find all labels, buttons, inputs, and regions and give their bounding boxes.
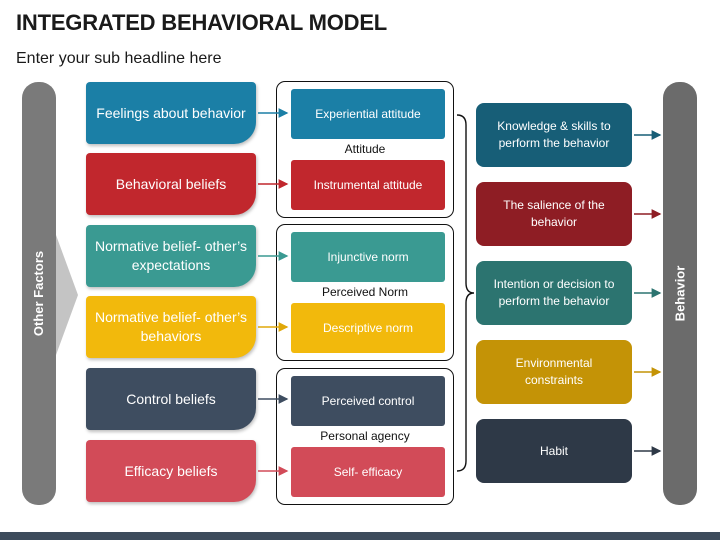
- descriptive-norm-box: Descriptive norm: [291, 303, 445, 353]
- self-efficacy-box: Self- efficacy: [291, 447, 445, 497]
- injunctive-norm-box: Injunctive norm: [291, 232, 445, 282]
- factor-normative-behaviors: Normative belief- other’s behaviors: [86, 296, 256, 358]
- factor-control-beliefs: Control beliefs: [86, 368, 256, 430]
- behavior-bar: Behavior: [663, 82, 697, 505]
- factor-efficacy-beliefs: Efficacy beliefs: [86, 440, 256, 502]
- bottom-band: [0, 532, 720, 540]
- other-factors-bar: Other Factors: [22, 82, 56, 505]
- outcome-intention: Intention or decision to perform the beh…: [476, 261, 632, 325]
- outcome-salience: The salience of the behavior: [476, 182, 632, 246]
- experiential-attitude-box: Experiential attitude: [291, 89, 445, 139]
- personal-agency-label: Personal agency: [320, 429, 410, 443]
- outcome-knowledge-skills: Knowledge & skills to perform the behavi…: [476, 103, 632, 167]
- page-title: INTEGRATED BEHAVIORAL MODEL: [16, 10, 388, 35]
- page-subtitle: Enter your sub headline here: [16, 50, 222, 67]
- attitude-label: Attitude: [344, 142, 386, 156]
- group-personal-agency: Perceived control Personal agency Self- …: [276, 368, 454, 505]
- perceived-norm-label: Perceived Norm: [321, 285, 409, 299]
- curly-brace: [456, 114, 475, 472]
- factor-behavioral-beliefs: Behavioral beliefs: [86, 153, 256, 215]
- group-perceived-norm: Injunctive norm Perceived Norm Descripti…: [276, 224, 454, 361]
- outcome-environmental-constraints: Environmental constraints: [476, 340, 632, 404]
- factor-normative-expectations: Normative belief- other’s expectations: [86, 225, 256, 287]
- instrumental-attitude-box: Instrumental attitude: [291, 160, 445, 210]
- perceived-control-box: Perceived control: [291, 376, 445, 426]
- factor-feelings-about-behavior: Feelings about behavior: [86, 82, 256, 144]
- outcome-habit: Habit: [476, 419, 632, 483]
- group-attitude: Experiential attitude Attitude Instrumen…: [276, 81, 454, 218]
